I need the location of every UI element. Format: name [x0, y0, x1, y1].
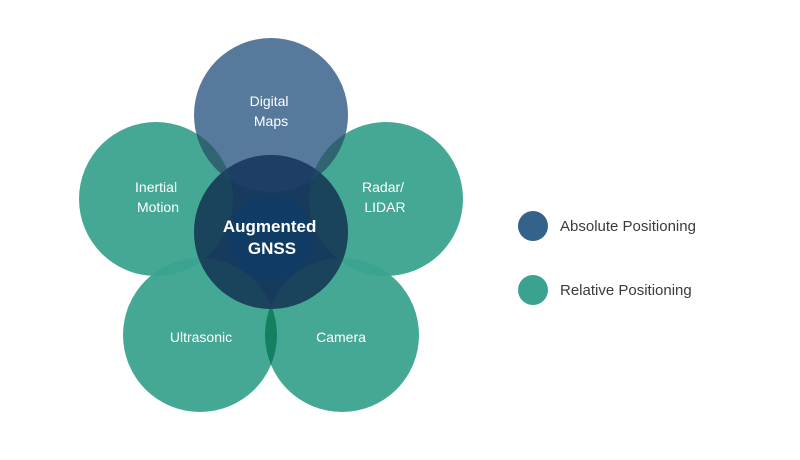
legend-swatch-absolute	[518, 211, 548, 241]
legend-swatch-relative	[518, 275, 548, 305]
label-camera: Camera	[316, 329, 366, 345]
label-radar-lidar: Radar/ LIDAR	[362, 179, 408, 215]
legend-label-absolute: Absolute Positioning	[560, 218, 696, 235]
legend: Absolute Positioning Relative Positionin…	[518, 211, 696, 305]
label-ultrasonic: Ultrasonic	[170, 329, 232, 345]
label-digital-maps: Digital Maps	[250, 93, 293, 129]
label-augmented-gnss: Augmented GNSS	[223, 217, 321, 258]
label-inertial-motion: Inertial Motion	[135, 179, 181, 215]
legend-label-relative: Relative Positioning	[560, 282, 692, 299]
circle-digital-maps	[194, 38, 348, 192]
